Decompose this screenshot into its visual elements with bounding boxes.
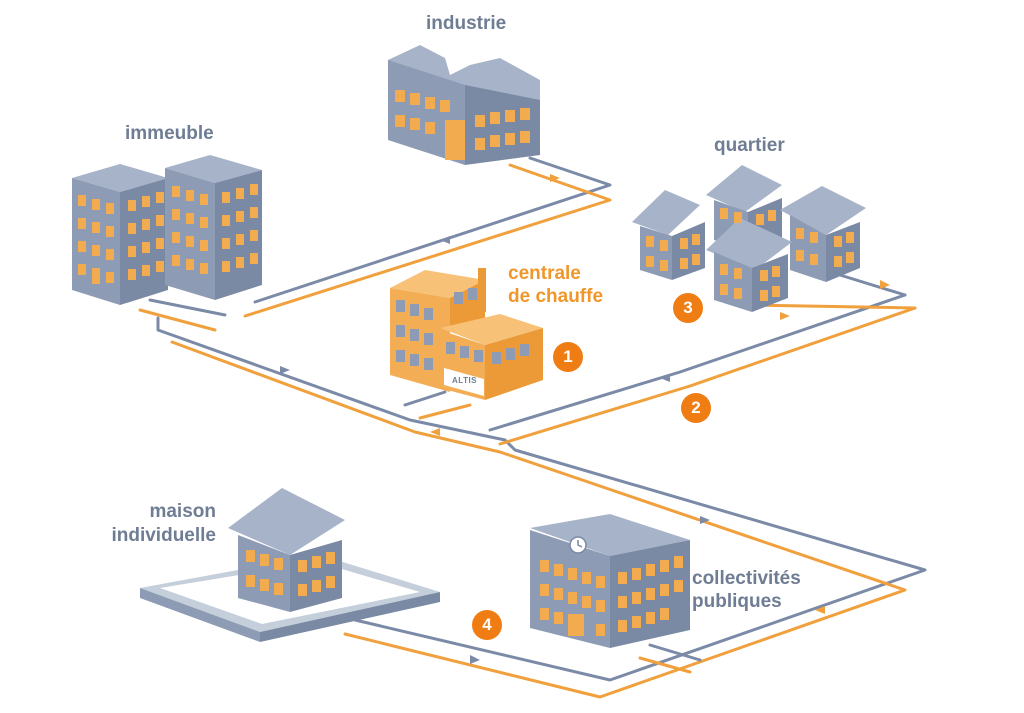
- pipe-main-blue: [156, 316, 927, 682]
- label-quartier: quartier: [714, 135, 785, 156]
- arrow-9: [880, 280, 890, 289]
- label-collectivites-line1: collectivités: [692, 568, 801, 589]
- maison-house: [140, 488, 440, 642]
- arrow-7: [815, 606, 825, 614]
- quartier-houses: [632, 165, 866, 312]
- arrow-2: [430, 428, 440, 436]
- arrow-4: [550, 174, 560, 182]
- industrie-building: [388, 45, 540, 165]
- altis-logo-text: ALTIS: [452, 376, 478, 385]
- pipe-industrie-orange: [243, 163, 612, 318]
- pipe-quartier-orange: [748, 303, 917, 310]
- arrow-1: [280, 366, 290, 374]
- pipe-industrie-blue: [253, 156, 612, 304]
- pipe-collectivites-blue: [648, 643, 702, 662]
- pipe-centrale-right-blue: [488, 293, 907, 432]
- arrow-10: [780, 312, 790, 320]
- label-collectivites-line2: publiques: [692, 591, 782, 612]
- pipe-immeuble-blue: [148, 298, 227, 317]
- label-immeuble: immeuble: [125, 123, 214, 144]
- immeuble-buildings: [72, 155, 262, 305]
- pipe-network: [138, 156, 927, 699]
- arrow-3: [440, 236, 450, 244]
- arrow-5: [660, 374, 670, 382]
- badge-4: 4: [472, 610, 502, 640]
- pipe-centrale-right-orange: [498, 306, 917, 446]
- label-maison-line1: maison: [149, 501, 216, 522]
- badge-3: 3: [673, 293, 703, 323]
- arrow-8: [470, 655, 480, 664]
- pipe-quartier-blue: [838, 273, 907, 297]
- label-industrie: industrie: [426, 13, 507, 34]
- label-maison-line2: individuelle: [111, 525, 216, 546]
- pipe-centrale-orange: [418, 403, 472, 420]
- collectivites-building: [530, 514, 690, 648]
- arrow-6: [700, 516, 710, 524]
- flow-arrows: [280, 174, 890, 664]
- pipe-centrale-blue: [403, 390, 447, 407]
- badge-1: 1: [553, 342, 583, 372]
- pipe-immeuble-orange: [138, 308, 217, 332]
- centrale-building: [390, 268, 543, 400]
- label-centrale-line2: de chauffe: [508, 286, 604, 307]
- badge-2: 2: [681, 393, 711, 423]
- label-centrale-line1: centrale: [508, 263, 581, 284]
- pipe-collectivites-orange: [638, 656, 692, 674]
